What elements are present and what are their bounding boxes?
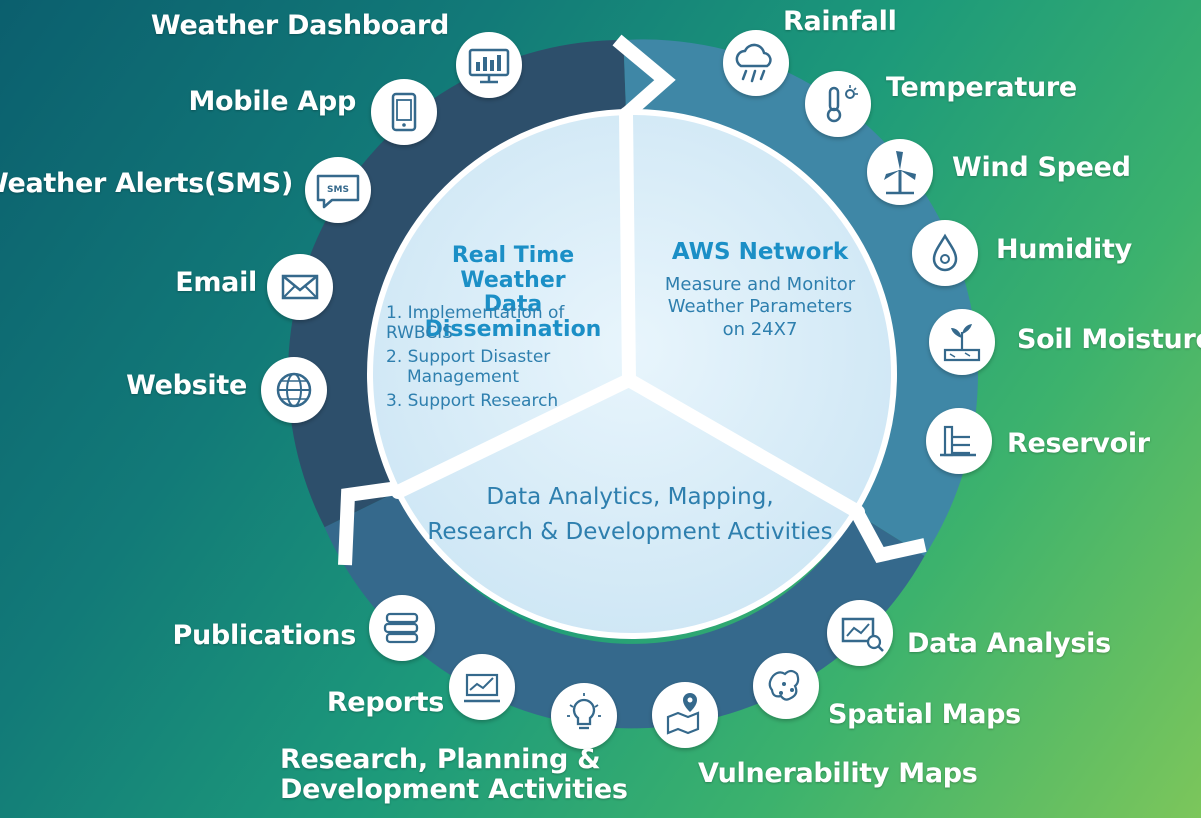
water-drop-icon: [912, 220, 978, 286]
label-soil-moisture: Soil Moisture: [1017, 324, 1201, 355]
label-rainfall: Rainfall: [783, 6, 897, 37]
label-data-analysis: Data Analysis: [907, 628, 1111, 659]
center-divider: [391, 107, 865, 519]
soil-plant-icon: [929, 309, 995, 375]
aws-line1: Measure and Monitor: [664, 273, 856, 295]
label-spatial-maps: Spatial Maps: [828, 699, 1021, 730]
report-chart-icon: [449, 654, 515, 720]
label-publications: Publications: [172, 620, 357, 651]
label-mobile-app: Mobile App: [188, 86, 356, 117]
label-research-planning-line1: Research, Planning &: [280, 744, 601, 775]
spatial-map-icon: [753, 653, 819, 719]
analysis-screen-icon: [827, 600, 893, 666]
lightbulb-idea-icon: [551, 683, 617, 749]
label-humidity: Humidity: [996, 234, 1132, 265]
aws-line3: on 24X7: [722, 318, 798, 340]
dissemination-item-1: 1. Implementation of RWBCIS: [386, 303, 565, 344]
sms-chat-bubble-icon: SMS: [305, 157, 371, 223]
ring-arrow-left: [338, 481, 399, 566]
vulnerability-map-pin-icon: [652, 682, 718, 748]
label-research-planning: Research, Planning & Development Activit…: [280, 744, 628, 806]
dissemination-list: 1. Implementation of RWBCIS 2. Support D…: [386, 303, 626, 414]
label-wind-speed: Wind Speed: [952, 152, 1131, 183]
analytics-section: Data Analytics, Mapping, Research & Deve…: [420, 480, 840, 549]
label-reports: Reports: [326, 687, 444, 718]
stacked-books-icon: [369, 595, 435, 661]
label-weather-dashboard: Weather Dashboard: [150, 10, 449, 41]
wind-turbine-icon: [867, 139, 933, 205]
thermometer-sun-icon: [805, 71, 871, 137]
label-reservoir: Reservoir: [1007, 428, 1150, 459]
rain-cloud-icon: [723, 30, 789, 96]
aws-title: AWS Network: [671, 239, 849, 265]
label-research-planning-line2: Development Activities: [280, 774, 628, 806]
dashboard-monitor-icon: [456, 32, 522, 98]
globe-icon: [261, 357, 327, 423]
ring-arrow-top: [612, 34, 676, 124]
label-website: Website: [126, 370, 247, 401]
dissemination-title-line1: Real Time Weather: [451, 243, 575, 293]
aws-section: AWS Network Measure and Monitor Weather …: [650, 239, 870, 341]
dissemination-title-line2: Data Dissemination: [424, 292, 602, 342]
dissemination-title: Real Time Weather Data Dissemination: [398, 243, 628, 343]
label-email: Email: [175, 267, 257, 298]
dissemination-item-2-cont: Management: [407, 367, 519, 388]
label-vulnerability-maps: Vulnerability Maps: [698, 758, 978, 789]
dam-reservoir-icon: [926, 408, 992, 474]
ring-arrow-right: [846, 501, 927, 563]
aws-line2: Weather Parameters: [667, 296, 853, 318]
svg-text:SMS: SMS: [327, 185, 349, 195]
envelope-icon: [267, 254, 333, 320]
label-temperature: Temperature: [886, 72, 1077, 103]
analytics-line2: Research & Development Activities: [427, 518, 833, 545]
dissemination-item-2: 2. Support Disaster: [386, 346, 551, 367]
dissemination-item-3: 3. Support Research: [386, 390, 559, 411]
analytics-line1: Data Analytics, Mapping,: [486, 484, 774, 510]
mobile-phone-icon: [371, 79, 437, 145]
label-weather-alerts-sms: Weather Alerts(SMS): [0, 168, 293, 199]
